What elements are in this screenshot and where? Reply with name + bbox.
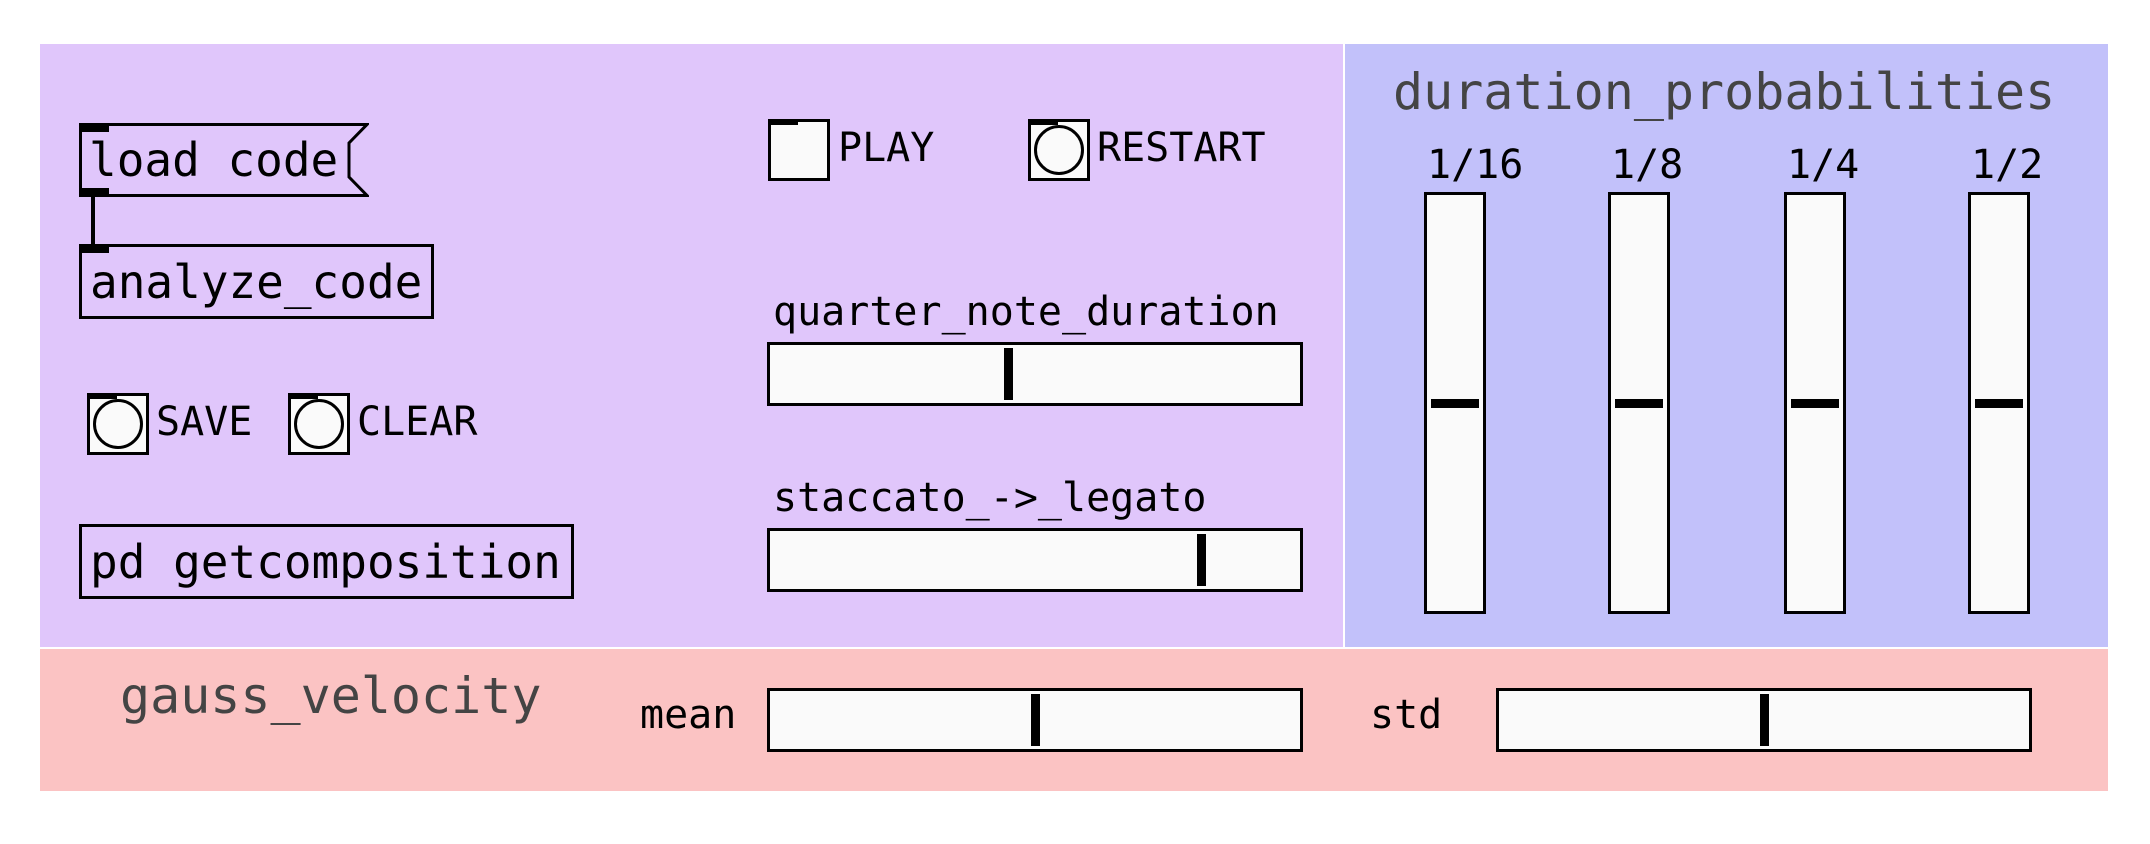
message-box-outline — [79, 123, 369, 197]
bang-circle-icon — [1034, 125, 1084, 175]
prob-slider-1-8[interactable] — [1608, 192, 1670, 614]
staccato-legato-label: staccato_->_legato — [773, 475, 1207, 521]
bang-corner — [288, 393, 318, 399]
staccato-legato-slider[interactable] — [767, 528, 1303, 592]
restart-label: RESTART — [1097, 125, 1266, 171]
save-label: SAVE — [156, 399, 253, 445]
bang-corner — [1028, 119, 1058, 125]
prob-label-1-8: 1/8 — [1611, 142, 1684, 188]
prob-label-1-4: 1/4 — [1787, 142, 1860, 188]
bang-circle-icon — [294, 399, 344, 449]
play-label: PLAY — [838, 125, 935, 171]
std-label: std — [1370, 692, 1443, 738]
getcomposition-label: pd getcomposition — [90, 534, 561, 589]
prob-slider-1-4[interactable] — [1784, 192, 1846, 614]
analyze-code-label: analyze_code — [90, 254, 423, 309]
prob-slider-1-16[interactable] — [1424, 192, 1486, 614]
slider-knob[interactable] — [1031, 694, 1040, 746]
patch-cord — [91, 194, 95, 246]
prob-slider-1-2[interactable] — [1968, 192, 2030, 614]
restart-bang[interactable] — [1028, 119, 1090, 181]
slider-knob[interactable] — [1760, 694, 1769, 746]
bang-corner — [87, 393, 117, 399]
prob-label-1-16: 1/16 — [1427, 142, 1524, 188]
clear-bang[interactable] — [288, 393, 350, 455]
mean-label: mean — [640, 692, 737, 738]
slider-knob[interactable] — [1197, 534, 1206, 586]
pd-getcomposition-object[interactable]: pd getcomposition — [79, 524, 574, 599]
load-code-label: load code — [89, 133, 339, 187]
slider-knob[interactable] — [1004, 348, 1013, 400]
toggle-corner — [768, 119, 798, 125]
slider-knob[interactable] — [1791, 399, 1839, 408]
bang-circle-icon — [93, 399, 143, 449]
quarter-note-duration-label: quarter_note_duration — [773, 289, 1279, 335]
duration-probabilities-title: duration_probabilities — [1393, 63, 2056, 121]
load-code-message[interactable]: load code — [79, 123, 369, 197]
mean-slider[interactable] — [767, 688, 1303, 752]
play-toggle[interactable] — [768, 119, 830, 181]
quarter-note-duration-slider[interactable] — [767, 342, 1303, 406]
prob-label-1-2: 1/2 — [1971, 142, 2044, 188]
inlet — [79, 244, 109, 253]
slider-knob[interactable] — [1431, 399, 1479, 408]
std-slider[interactable] — [1496, 688, 2032, 752]
slider-knob[interactable] — [1975, 399, 2023, 408]
analyze-code-object[interactable]: analyze_code — [79, 244, 434, 319]
slider-knob[interactable] — [1615, 399, 1663, 408]
gauss-velocity-title: gauss_velocity — [120, 667, 542, 725]
save-bang[interactable] — [87, 393, 149, 455]
clear-label: CLEAR — [357, 399, 478, 445]
